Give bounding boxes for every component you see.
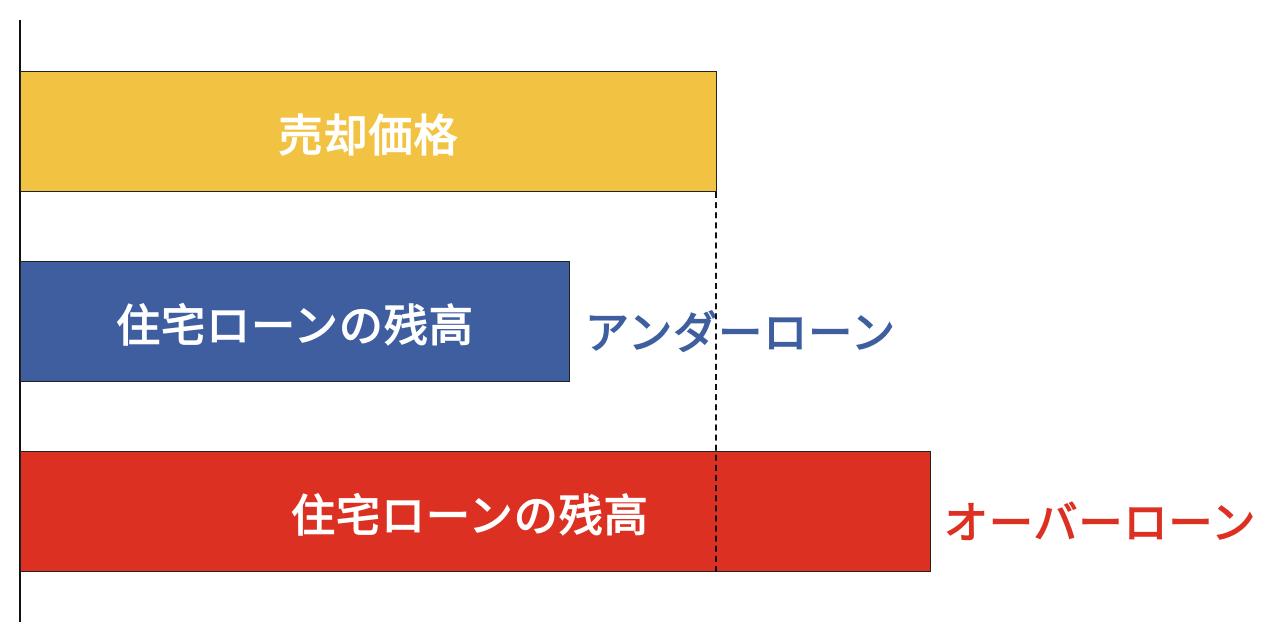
over-loan-balance-label: 住宅ローンの残高 [291,490,649,542]
sale-price-bar: 売却価格 [20,71,717,192]
sale-price-label: 売却価格 [278,110,459,162]
over-loan-balance-bar: 住宅ローンの残高 [20,451,931,572]
under-loan-annotation: アンダーローン [585,308,897,359]
sale-price-reference-line [715,192,717,572]
over-loan-annotation: オーバーローン [944,498,1257,549]
under-loan-balance-label: 住宅ローンの残高 [116,300,474,352]
under-loan-balance-bar: 住宅ローンの残高 [20,261,570,382]
